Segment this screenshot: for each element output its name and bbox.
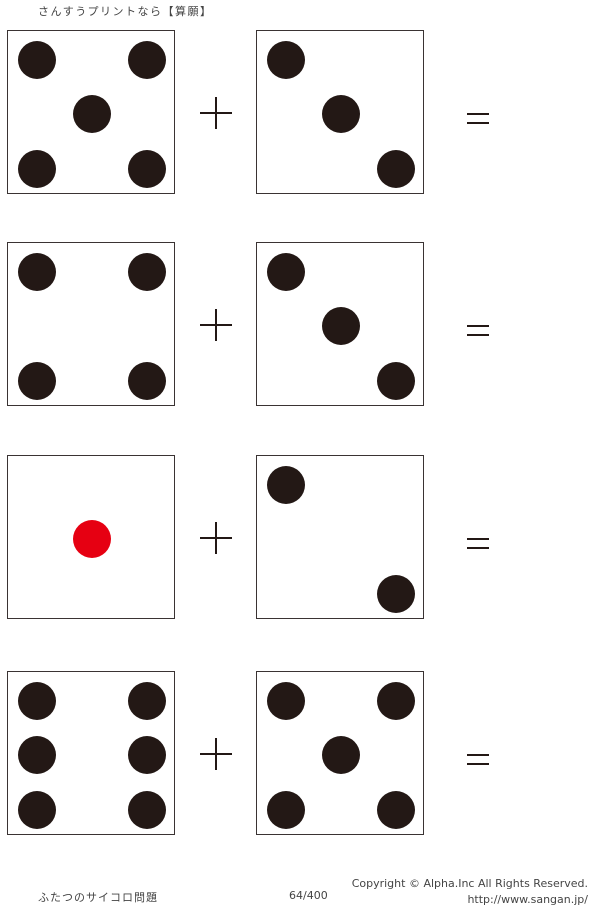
pip-icon <box>18 791 56 829</box>
answer-field[interactable] <box>500 98 580 138</box>
problem-row <box>0 671 600 835</box>
equals-sign-icon <box>467 325 489 336</box>
pip-icon <box>128 362 166 400</box>
equals-sign-icon <box>467 113 489 124</box>
plus-sign-icon <box>200 97 232 129</box>
pip-icon <box>267 791 305 829</box>
pip-icon <box>377 575 415 613</box>
pip-icon <box>377 150 415 188</box>
pip-icon <box>128 253 166 291</box>
pip-icon <box>322 307 360 345</box>
worksheet-header: さんすうプリントなら【算願】 <box>38 5 213 18</box>
pip-icon <box>73 95 111 133</box>
equals-sign-icon <box>467 538 489 549</box>
pip-icon <box>322 95 360 133</box>
die-left <box>7 671 175 835</box>
answer-field[interactable] <box>500 739 580 779</box>
pip-icon <box>267 466 305 504</box>
problem-row <box>0 455 600 619</box>
answer-field[interactable] <box>500 523 580 563</box>
die-right <box>256 30 424 194</box>
pip-icon <box>322 736 360 774</box>
page-number: 64/400 <box>289 889 328 902</box>
pip-icon <box>267 41 305 79</box>
pip-icon <box>18 253 56 291</box>
die-left <box>7 455 175 619</box>
die-right <box>256 242 424 406</box>
pip-icon <box>128 682 166 720</box>
pip-icon <box>267 682 305 720</box>
answer-field[interactable] <box>500 310 580 350</box>
copyright-text: Copyright © Alpha.Inc All Rights Reserve… <box>351 877 588 890</box>
worksheet-title: ふたつのサイコロ問題 <box>38 891 158 904</box>
plus-sign-icon <box>200 738 232 770</box>
die-left <box>7 242 175 406</box>
pip-icon <box>128 736 166 774</box>
plus-sign-icon <box>200 522 232 554</box>
pip-icon <box>377 362 415 400</box>
equals-sign-icon <box>467 754 489 765</box>
pip-icon <box>18 150 56 188</box>
plus-sign-icon <box>200 309 232 341</box>
die-right <box>256 671 424 835</box>
pip-icon <box>18 41 56 79</box>
problem-row <box>0 30 600 194</box>
problem-row <box>0 242 600 406</box>
pip-icon <box>18 362 56 400</box>
die-right <box>256 455 424 619</box>
pip-icon <box>128 791 166 829</box>
pip-icon <box>18 736 56 774</box>
pip-icon <box>128 41 166 79</box>
pip-icon <box>128 150 166 188</box>
pip-icon <box>267 253 305 291</box>
pip-icon <box>377 682 415 720</box>
red-pip-icon <box>73 520 111 558</box>
site-url[interactable]: http://www.sangan.jp/ <box>467 893 588 906</box>
die-left <box>7 30 175 194</box>
pip-icon <box>377 791 415 829</box>
pip-icon <box>18 682 56 720</box>
copyright-block: Copyright © Alpha.Inc All Rights Reserve… <box>352 876 588 908</box>
